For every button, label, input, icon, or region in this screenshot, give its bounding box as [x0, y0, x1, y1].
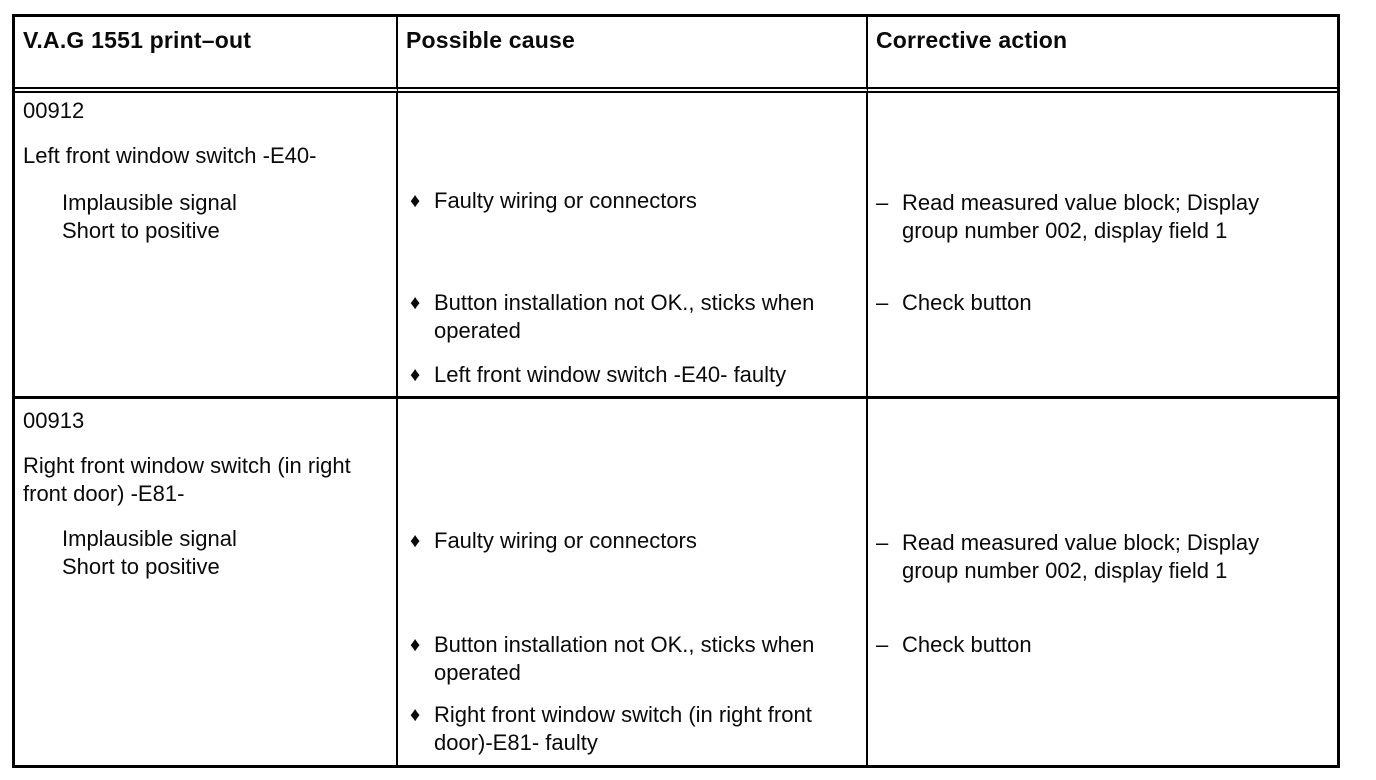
diagnostic-table: V.A.G 1551 print–out Possible cause Corr…	[12, 14, 1340, 768]
cause-text: Faulty wiring or connectors	[434, 528, 697, 553]
component-name: Left front window switch -E40-	[23, 143, 317, 168]
cause-item: ♦ Faulty wiring or connectors	[410, 527, 846, 555]
dash-bullet-icon: –	[876, 632, 889, 657]
action-item: – Check button	[876, 631, 1316, 659]
cause-text: Button installation not OK., sticks when…	[434, 632, 815, 685]
dash-bullet-icon: –	[876, 190, 889, 215]
symptom-line: Implausible signal	[62, 526, 237, 551]
diamond-bullet-icon: ♦	[410, 634, 421, 656]
action-cell-00912: – Read measured value block; Display gro…	[868, 93, 1337, 399]
cause-cell-00912: ♦ Faulty wiring or connectors ♦ Button i…	[398, 93, 868, 399]
action-item: – Read measured value block; Display gro…	[876, 189, 1316, 245]
component-name: Right front window switch (in right fron…	[23, 453, 351, 506]
header-cell-printout: V.A.G 1551 print–out	[15, 17, 398, 93]
cause-item: ♦ Button installation not OK., sticks wh…	[410, 631, 846, 687]
symptom-line: Implausible signal	[62, 190, 237, 215]
cause-text: Right front window switch (in right fron…	[434, 702, 812, 755]
symptom-list: Implausible signal Short to positive	[62, 525, 382, 581]
cause-item: ♦ Left front window switch -E40- faulty	[410, 361, 846, 389]
action-text: Read measured value block; Display group…	[902, 530, 1260, 583]
cause-item: ♦ Button installation not OK., sticks wh…	[410, 289, 846, 345]
action-text: Check button	[902, 632, 1032, 657]
diamond-bullet-icon: ♦	[410, 364, 421, 386]
action-item: – Check button	[876, 289, 1316, 317]
printout-cell-00912: 00912 Left front window switch -E40- Imp…	[15, 93, 398, 399]
column-header: Possible cause	[406, 27, 575, 53]
dash-bullet-icon: –	[876, 530, 889, 555]
cause-text: Faulty wiring or connectors	[434, 188, 697, 213]
column-header: Corrective action	[876, 27, 1068, 53]
cause-cell-00913: ♦ Faulty wiring or connectors ♦ Button i…	[398, 399, 868, 765]
cause-text: Button installation not OK., sticks when…	[434, 290, 815, 343]
fault-code: 00913	[23, 408, 85, 433]
symptom-line: Short to positive	[62, 554, 220, 579]
symptom-list: Implausible signal Short to positive	[62, 189, 382, 245]
action-item: – Read measured value block; Display gro…	[876, 529, 1316, 585]
cause-item: ♦ Right front window switch (in right fr…	[410, 701, 846, 757]
action-text: Check button	[902, 290, 1032, 315]
cause-text: Left front window switch -E40- faulty	[434, 362, 787, 387]
diamond-bullet-icon: ♦	[410, 704, 421, 726]
printout-cell-00913: 00913 Right front window switch (in righ…	[15, 399, 398, 765]
column-header: V.A.G 1551 print–out	[23, 27, 252, 53]
diamond-bullet-icon: ♦	[410, 292, 421, 314]
fault-code: 00912	[23, 98, 85, 123]
header-cell-corrective-action: Corrective action	[868, 17, 1337, 93]
dash-bullet-icon: –	[876, 290, 889, 315]
action-cell-00913: – Read measured value block; Display gro…	[868, 399, 1337, 765]
action-text: Read measured value block; Display group…	[902, 190, 1260, 243]
diamond-bullet-icon: ♦	[410, 190, 421, 212]
symptom-line: Short to positive	[62, 218, 220, 243]
cause-item: ♦ Faulty wiring or connectors	[410, 187, 846, 215]
header-cell-possible-cause: Possible cause	[398, 17, 868, 93]
diamond-bullet-icon: ♦	[410, 530, 421, 552]
